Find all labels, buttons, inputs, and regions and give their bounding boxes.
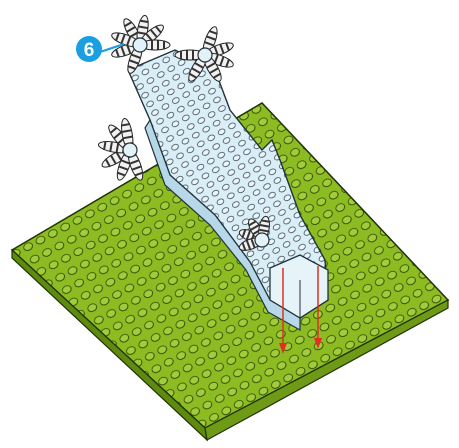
tentacle-stripe: [139, 19, 149, 24]
tentacle-stripe: [248, 220, 257, 227]
step-number: 6: [84, 40, 95, 61]
foot-brick: [269, 254, 329, 319]
tentacle-stripe: [260, 219, 270, 223]
tentacle-stripe: [245, 230, 251, 240]
lego-alien-model: [97, 14, 329, 332]
tentacle-stripe: [212, 72, 222, 79]
tentacle-stripe: [245, 240, 251, 250]
tentacle-stripe: [150, 29, 158, 38]
tentacle-stripe: [154, 25, 163, 34]
tentacle-stripe: [131, 53, 141, 59]
tentacle-stripe: [126, 36, 132, 46]
tentacle-stripe: [114, 48, 120, 58]
tentacle-stripe: [115, 143, 120, 153]
tentacle-stripe: [114, 32, 120, 42]
tentacle-stripe: [115, 152, 123, 161]
step-callout: 6: [76, 36, 125, 62]
tentacle-stripe: [219, 56, 225, 66]
tentacle-stripe: [259, 228, 269, 233]
tentacle-stripe: [208, 29, 218, 35]
green-baseplate: [10, 102, 450, 442]
tentacle-stripe: [134, 171, 144, 177]
tentacle-stripe: [250, 224, 260, 231]
placement-arrows: [279, 266, 322, 354]
tentacle-stripe: [241, 241, 247, 252]
callout-leader-line: [99, 43, 125, 53]
tentacle-stripe: [259, 224, 270, 228]
tentacle-stripe: [206, 35, 216, 41]
tentacle-stripe: [109, 142, 113, 152]
tentacle-stripe: [225, 42, 231, 52]
tentacle-stripe: [127, 65, 137, 71]
tentacle-stripe: [103, 140, 107, 151]
tentacle-stripe: [110, 155, 117, 164]
tentacle-stripe: [206, 62, 216, 69]
tentacle-stripe: [138, 25, 148, 30]
cluster-hub: [122, 142, 138, 158]
tentacle-stripe: [113, 131, 122, 139]
tentacle-stripe: [120, 123, 131, 127]
cluster-hub: [197, 47, 213, 63]
tentacle-stripe: [188, 72, 198, 79]
cluster-hub: [132, 37, 148, 53]
down-arrow-icon: [314, 266, 322, 349]
down-arrow-icon: [279, 268, 287, 354]
cluster-hub: [254, 232, 270, 248]
tentacle-stripe: [126, 26, 136, 33]
tentacle-stripe: [250, 238, 256, 248]
tentacle-stripe: [104, 158, 111, 168]
tentacle-stripe: [118, 165, 129, 171]
tentacle-stripe: [241, 228, 247, 239]
tentacle-stripe: [213, 54, 219, 64]
tentacle-stripe: [213, 46, 219, 56]
tentacle-stripe: [123, 135, 133, 140]
tentacle-stripe: [120, 46, 126, 56]
tentacle-stripe: [145, 33, 153, 42]
tentacle-stripe: [204, 41, 214, 47]
tentacle-stripe: [194, 62, 204, 69]
tentacle-stripe: [129, 31, 139, 38]
tentacle-stripe: [109, 126, 118, 135]
tentacle-stripe: [225, 58, 231, 68]
tentacle-stripe: [122, 129, 132, 133]
tentacle-stripe: [219, 44, 225, 54]
tentacle-stripe: [129, 59, 139, 65]
tentacle-stripe: [121, 159, 131, 165]
tentacle-stripe: [191, 67, 201, 74]
tentacle-stripe: [137, 31, 147, 35]
tentacle-stripe: [129, 159, 139, 165]
step-number-badge: [76, 36, 102, 62]
tentacle-stripe: [131, 165, 142, 171]
tentacle-stripe: [120, 34, 126, 44]
tentacle-stripe: [116, 171, 126, 177]
tentacle-stripe: [209, 67, 219, 74]
tentacle-stripe: [123, 21, 133, 28]
tentacle-stripe: [126, 44, 132, 54]
